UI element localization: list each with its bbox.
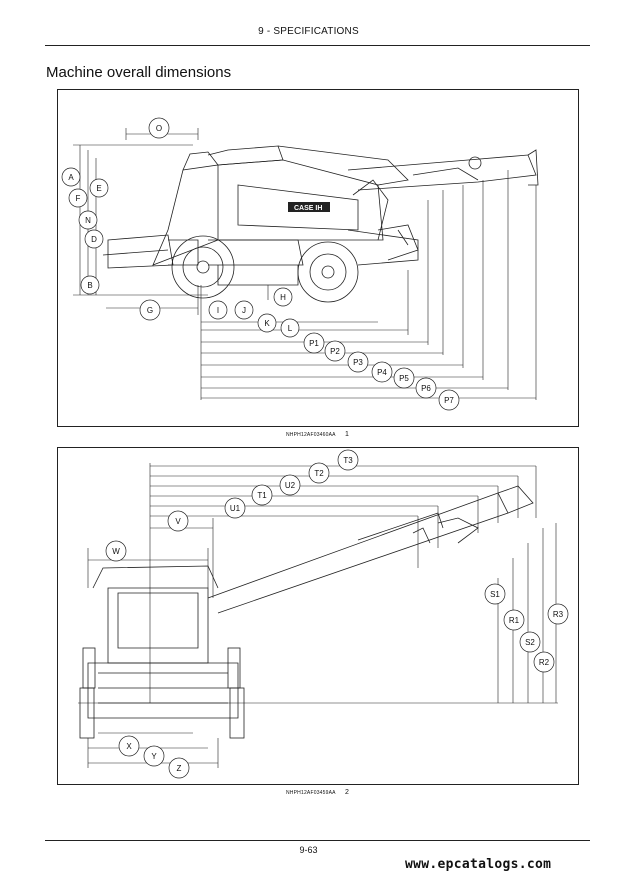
label-b: B — [87, 281, 92, 290]
figure-1-code: NHPH12AF03460AA — [286, 432, 336, 438]
side-view-drawing: CASE IH — [61, 117, 539, 411]
label-n: N — [85, 216, 91, 225]
label-v: V — [175, 517, 181, 526]
label-p5: P5 — [399, 374, 409, 383]
label-h: H — [280, 293, 286, 302]
label-i: I — [217, 306, 219, 315]
label-t2: T2 — [314, 469, 324, 478]
label-p7: P7 — [444, 396, 454, 405]
label-s1: S1 — [490, 590, 500, 599]
label-y: Y — [151, 752, 157, 761]
label-j: J — [242, 306, 246, 315]
front-view-drawing: T3 T2 U2 T1 U1 V W S1 R1 S2 R2 R3 X Y Z — [78, 449, 569, 779]
figure-1-number: 1 — [345, 431, 349, 438]
label-e: E — [96, 184, 101, 193]
label-f: F — [76, 194, 81, 203]
label-d: D — [91, 235, 97, 244]
watermark-link[interactable]: www.epcatalogs.com — [405, 857, 552, 872]
label-p1: P1 — [309, 339, 319, 348]
label-t3: T3 — [343, 456, 353, 465]
label-k: K — [264, 319, 270, 328]
label-z: Z — [177, 764, 182, 773]
label-x: X — [126, 742, 132, 751]
page-number: 9-63 — [299, 845, 318, 855]
label-g: G — [147, 306, 153, 315]
figure-2-number: 2 — [345, 789, 349, 796]
section-header: 9 - SPECIFICATIONS — [258, 26, 359, 37]
label-w: W — [112, 547, 120, 556]
label-u2: U2 — [285, 481, 296, 490]
footer-rule — [45, 840, 590, 841]
label-p4: P4 — [377, 368, 387, 377]
brand-plate — [288, 202, 330, 212]
figure-2-code: NHPH12AF03459AA — [286, 790, 336, 796]
label-s2: S2 — [525, 638, 535, 647]
label-t1: T1 — [257, 491, 267, 500]
label-r2: R2 — [539, 658, 550, 667]
figure-2-frame: T3 T2 U2 T1 U1 V W S1 R1 S2 R2 R3 X Y Z — [57, 447, 579, 785]
label-r3: R3 — [553, 610, 564, 619]
label-a: A — [68, 173, 74, 182]
label-p2: P2 — [330, 347, 340, 356]
page-title: Machine overall dimensions — [46, 64, 232, 81]
label-r1: R1 — [509, 616, 520, 625]
brand-text: CASE IH — [294, 205, 322, 212]
header-rule — [45, 45, 590, 46]
label-o: O — [156, 124, 162, 133]
label-u1: U1 — [230, 504, 241, 513]
label-p3: P3 — [353, 358, 363, 367]
figure-1-frame: CASE IH — [57, 89, 579, 427]
label-p6: P6 — [421, 384, 431, 393]
label-l: L — [288, 324, 293, 333]
